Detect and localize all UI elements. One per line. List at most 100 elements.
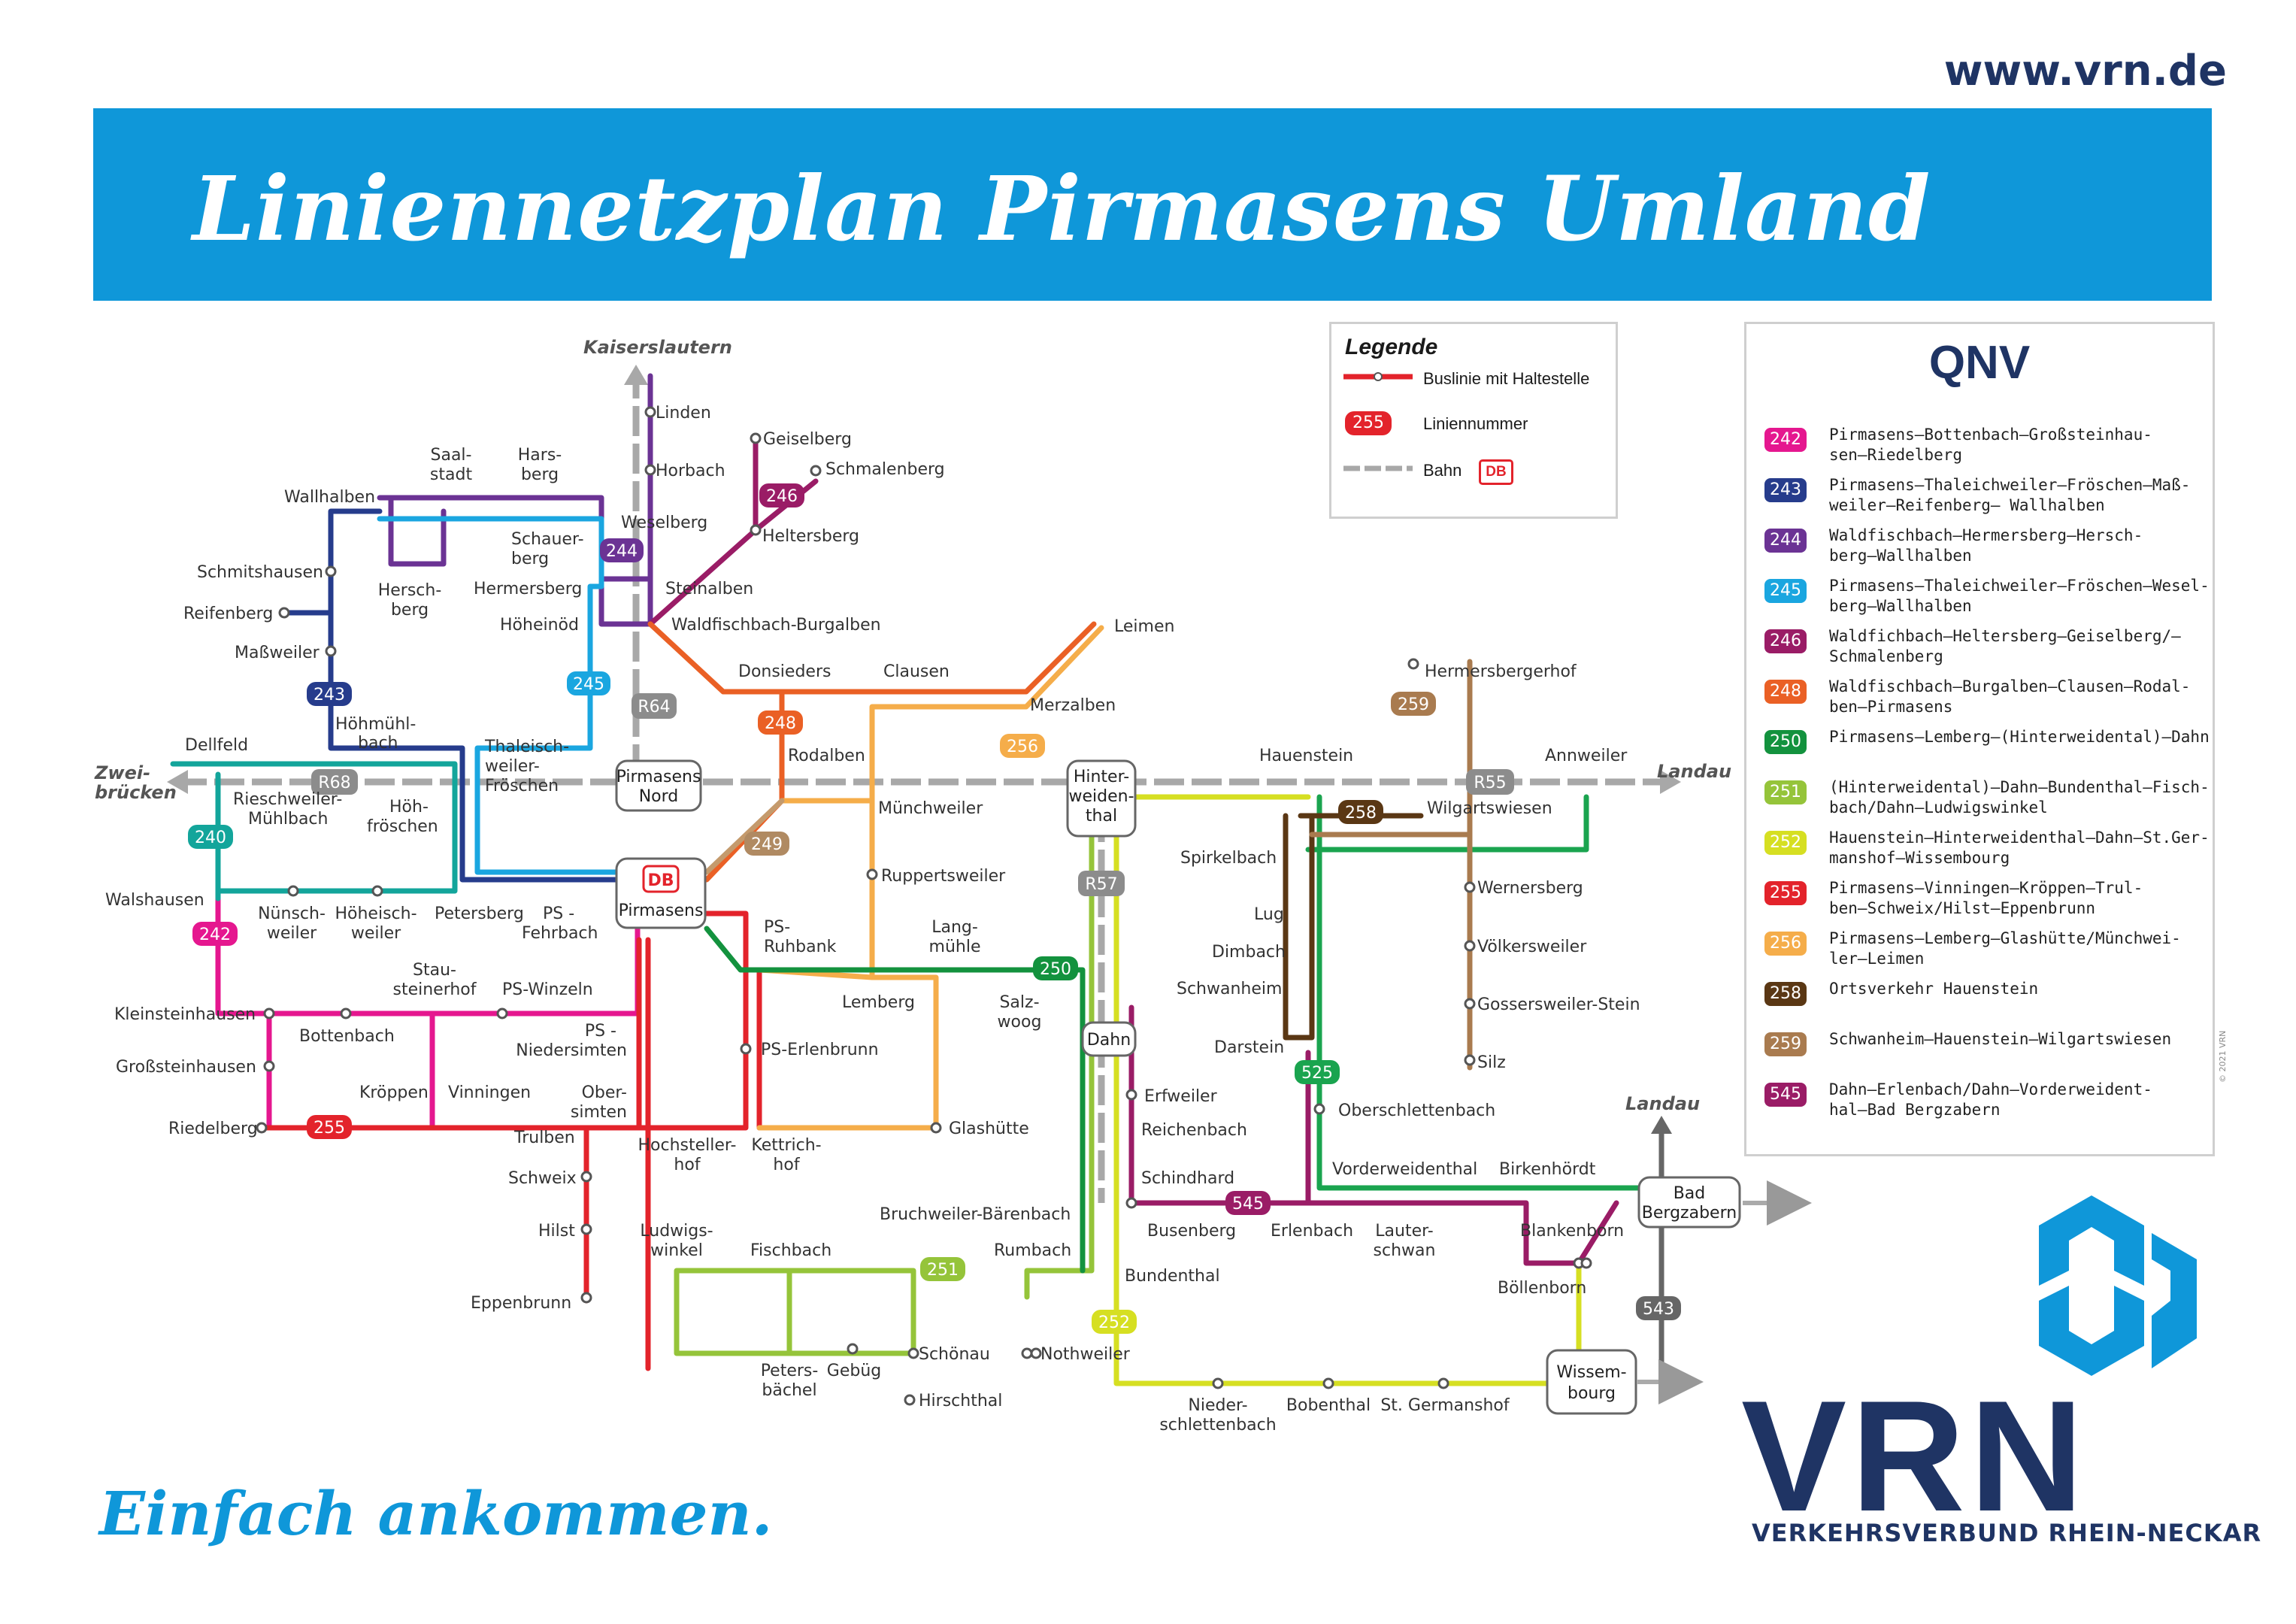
route-245 <box>377 516 642 875</box>
stop-schauerberg: Schauer- <box>511 530 584 549</box>
hub-label-wissembourg-2: bourg <box>1568 1384 1616 1403</box>
badge-251 <box>920 1257 965 1281</box>
hub-label-wissembourg: Wissem- <box>1556 1363 1626 1382</box>
stop-clausen: Clausen <box>883 662 950 681</box>
rail-badge-r55 <box>1466 769 1514 795</box>
badge-249 <box>744 832 789 856</box>
hub-label-pirmasens: Pirmasens <box>619 901 704 920</box>
svg-text:249: 249 <box>751 835 783 854</box>
hub-label-dahn: Dahn <box>1087 1031 1131 1050</box>
qnv-badge-244: 244 <box>1764 529 1807 553</box>
stop-herschberg: Hersch- <box>378 581 442 600</box>
stop-eppenbrunn: Eppenbrunn <box>471 1294 571 1313</box>
svg-text:Niedersimten: Niedersimten <box>516 1041 627 1060</box>
stop-nothweiler: Nothweiler <box>1040 1345 1131 1364</box>
dir-zweibruecken-2: brücken <box>95 782 177 803</box>
stop-waldfischbach: Waldfischbach-Burgalben <box>671 616 881 635</box>
route-256 <box>756 625 1104 1131</box>
badge-545 <box>1225 1191 1271 1215</box>
arrow-kaiserslautern <box>624 365 648 385</box>
website-url[interactable]: www.vrn.de <box>1943 47 2227 95</box>
stop-st-germanshof: St. Germanshof <box>1380 1396 1510 1415</box>
badge-252 <box>1092 1310 1137 1334</box>
qnv-badge-245: 245 <box>1764 579 1807 603</box>
stop-hirschthal: Hirschthal <box>919 1392 1002 1410</box>
svg-text:weiler-: weiler- <box>485 757 540 776</box>
svg-text:246: 246 <box>766 487 798 506</box>
qnv-badge-243: 243 <box>1764 478 1807 502</box>
hub-label-bad-bergzabern-2: Bergzabern <box>1642 1204 1737 1223</box>
stop-gebueg: Gebüg <box>827 1362 881 1380</box>
page-title: Liniennetzplan Pirmasens Umland <box>192 156 1931 261</box>
badge-242 <box>192 922 238 946</box>
qnv-desc-246: Waldfichbach–Heltersberg–Geiselberg/– Sc… <box>1829 627 2181 665</box>
svg-text:Fröschen: Fröschen <box>485 777 559 795</box>
svg-text:251: 251 <box>927 1261 959 1280</box>
stop-ruhbank: PS- <box>764 918 790 937</box>
stop-reifenberg: Reifenberg <box>183 604 273 623</box>
badge-248 <box>758 710 803 735</box>
stop-labels: Linden Horbach Geiselberg Schmalenberg H… <box>105 404 1640 1435</box>
svg-text:steinerhof: steinerhof <box>392 980 477 999</box>
svg-text:525: 525 <box>1301 1064 1333 1083</box>
rail-badge-r57 <box>1078 871 1125 896</box>
stop-linden: Linden <box>656 404 711 423</box>
svg-text:schwan: schwan <box>1374 1241 1436 1260</box>
badge-244 <box>600 538 644 562</box>
db-logo-pirmasens: DB <box>642 865 680 893</box>
svg-text:simten: simten <box>571 1103 627 1122</box>
rail-badge-r68 <box>311 769 358 795</box>
stop-ruppertsweiler: Ruppertsweiler <box>881 867 1006 886</box>
svg-text:R64: R64 <box>638 698 670 717</box>
vrn-logo-text: VRN <box>1741 1368 2089 1544</box>
svg-text:244: 244 <box>606 542 638 561</box>
arrow-zweibruecken <box>167 770 188 794</box>
stop-lauterschwan: Lauter- <box>1375 1222 1433 1241</box>
badge-246 <box>759 483 804 508</box>
svg-text:hof: hof <box>674 1156 701 1174</box>
qnv-badge-545: 545 <box>1764 1083 1807 1107</box>
stop-schoenau: Schönau <box>919 1345 990 1364</box>
legend-bus-symbol <box>1343 372 1413 381</box>
stop-markers <box>256 406 1592 1406</box>
qnv-desc-244: Waldfischbach–Hermersberg–Hersch- berg–W… <box>1829 526 2143 565</box>
stop-rodalben: Rodalben <box>788 747 865 765</box>
badge-250 <box>1033 956 1078 980</box>
svg-text:259: 259 <box>1398 695 1429 714</box>
route-244 <box>377 373 653 627</box>
stop-dimbach: Dimbach <box>1212 943 1286 962</box>
svg-text:bächel: bächel <box>762 1381 816 1400</box>
stop-lug: Lug <box>1254 905 1284 924</box>
stop-reichenbach: Reichenbach <box>1141 1121 1247 1140</box>
svg-text:R55: R55 <box>1474 774 1506 792</box>
svg-text:stadt: stadt <box>430 465 473 484</box>
stop-rumbach: Rumbach <box>994 1241 1071 1260</box>
legend-line-number: Liniennummer <box>1423 414 1528 433</box>
route-525 <box>1305 794 1680 1191</box>
svg-text:R68: R68 <box>318 774 350 792</box>
stop-gossersweiler: Gossersweiler-Stein <box>1477 995 1640 1014</box>
svg-text:250: 250 <box>1040 960 1071 979</box>
stop-erlenbrunn: PS-Erlenbrunn <box>761 1041 879 1059</box>
svg-text:243: 243 <box>314 686 345 704</box>
stop-muenchweiler: Münchweiler <box>878 799 983 818</box>
svg-text:240: 240 <box>195 829 226 847</box>
direction-labels: Kaiserslautern Zwei- brücken Landau Land… <box>94 337 1731 1114</box>
stop-steinalben: Steinalben <box>665 580 753 598</box>
hub-wissembourg <box>1546 1349 1637 1415</box>
dir-landau-east: Landau <box>1657 761 1731 782</box>
qnv-desc-545: Dahn–Erlenbach/Dahn–Vorderweident- hal–B… <box>1829 1080 2152 1119</box>
stop-ludwigswinkel: Ludwigs- <box>640 1222 713 1241</box>
stop-kleinsteinhausen: Kleinsteinhausen <box>114 1005 256 1024</box>
hub-dahn <box>1081 1021 1137 1057</box>
route-249 <box>704 798 785 875</box>
stop-langmuehle: Lang- <box>931 918 978 937</box>
hub-bad-bergzabern <box>1637 1176 1741 1229</box>
stop-erlenbach: Erlenbach <box>1271 1222 1353 1241</box>
stop-spirkelbach: Spirkelbach <box>1180 849 1277 868</box>
stop-lemberg: Lemberg <box>842 993 915 1012</box>
stop-merzalben: Merzalben <box>1030 696 1116 715</box>
legend-box: Legende Buslinie mit Haltestelle 255 Lin… <box>1329 322 1618 519</box>
stop-oberschlettenbach: Oberschlettenbach <box>1338 1101 1495 1120</box>
svg-text:woog: woog <box>998 1013 1042 1032</box>
